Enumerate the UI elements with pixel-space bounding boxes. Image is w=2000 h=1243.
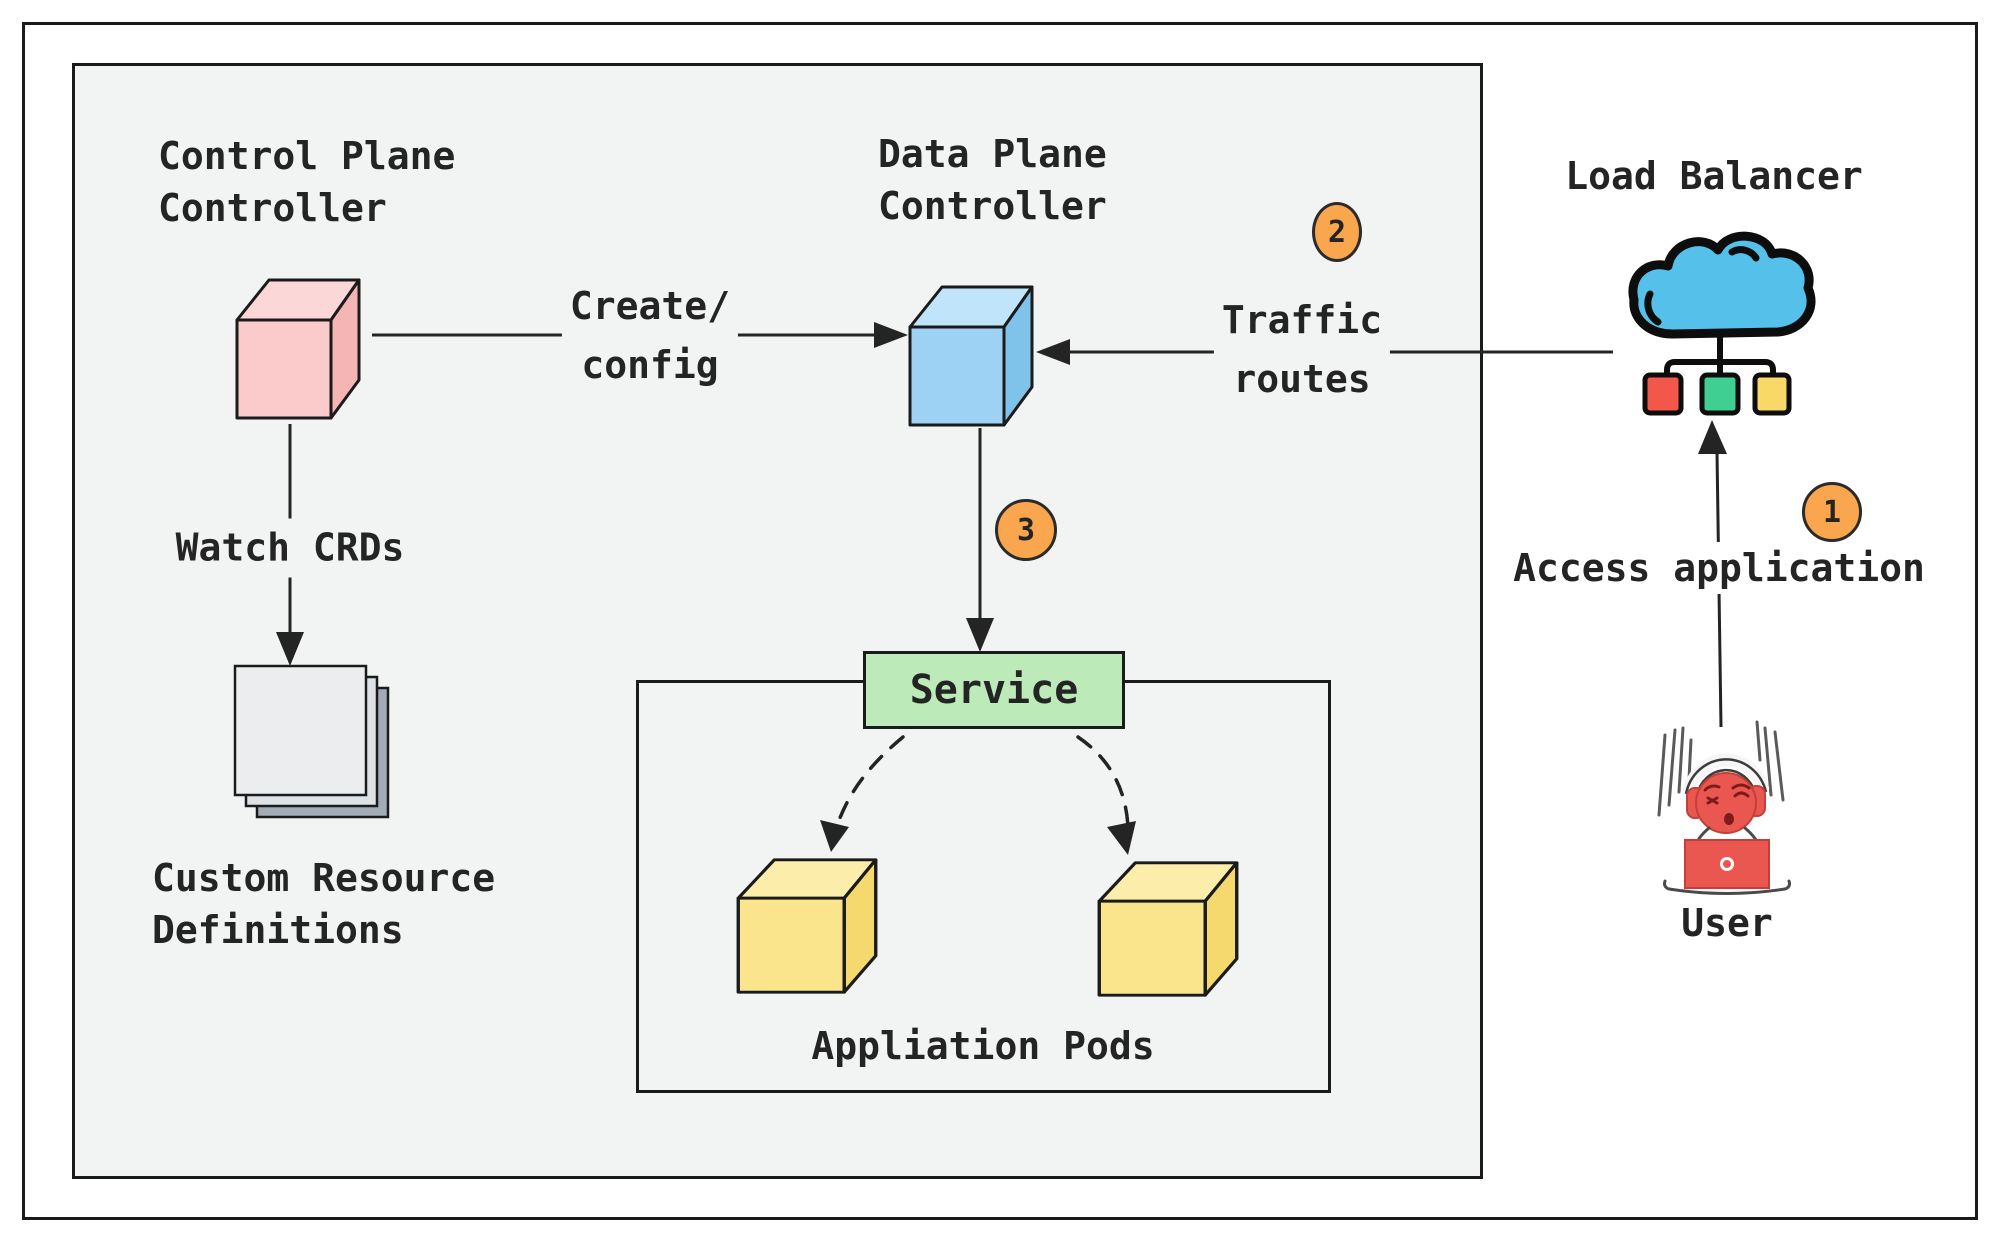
user-face — [1695, 772, 1757, 834]
application-pods-caption: Appliation Pods — [811, 1024, 1155, 1068]
control-plane-label-line2: Controller — [158, 186, 387, 230]
cloud-shape — [1628, 231, 1816, 339]
yellow-cube-icon — [1097, 861, 1239, 997]
data-plane-label-line1: Data Plane — [878, 132, 1107, 176]
laptop — [1684, 839, 1770, 889]
blue-cube-icon — [908, 285, 1034, 427]
custom-resources-label-line2: Definitions — [152, 908, 404, 952]
yellow-cube-icon — [736, 858, 878, 994]
control-plane-label: Control Plane Controller — [158, 130, 455, 234]
stacked-documents-icon — [233, 664, 390, 819]
stressed-user-laptop-icon — [1657, 720, 1791, 895]
watch-crds-label: Watch CRDs — [167, 518, 413, 578]
user-label: User — [1681, 901, 1773, 945]
step-marker-3: 3 — [995, 499, 1057, 561]
pink-cube-icon — [235, 278, 361, 420]
control-plane-label-line1: Control Plane — [158, 134, 456, 178]
lb-node-yellow — [1752, 372, 1792, 416]
access-application-label: Access application — [1505, 542, 1933, 594]
load-balancer-label: Load Balancer — [1565, 154, 1863, 198]
step-marker-1: 1 — [1802, 482, 1862, 542]
traffic-routes-label: Traffic routes — [1213, 291, 1391, 409]
create-config-label-line2: config — [581, 343, 719, 387]
traffic-routes-label-line2: routes — [1233, 357, 1371, 401]
step-marker-2: 2 — [1312, 202, 1362, 262]
service-node: Service — [863, 651, 1125, 729]
traffic-routes-label-line1: Traffic — [1221, 298, 1383, 342]
lb-node-red — [1642, 372, 1684, 416]
custom-resources-label: Custom Resource Definitions — [152, 852, 495, 956]
lb-node-green — [1699, 372, 1741, 416]
custom-resources-label-line1: Custom Resource — [152, 856, 496, 900]
service-label: Service — [909, 667, 1079, 713]
cloud-network-icon — [1628, 231, 1816, 416]
create-config-label: Create/ config — [561, 277, 739, 395]
create-config-label-line1: Create/ — [569, 284, 731, 328]
data-plane-label: Data Plane Controller — [878, 128, 1107, 232]
data-plane-label-line2: Controller — [878, 184, 1107, 228]
